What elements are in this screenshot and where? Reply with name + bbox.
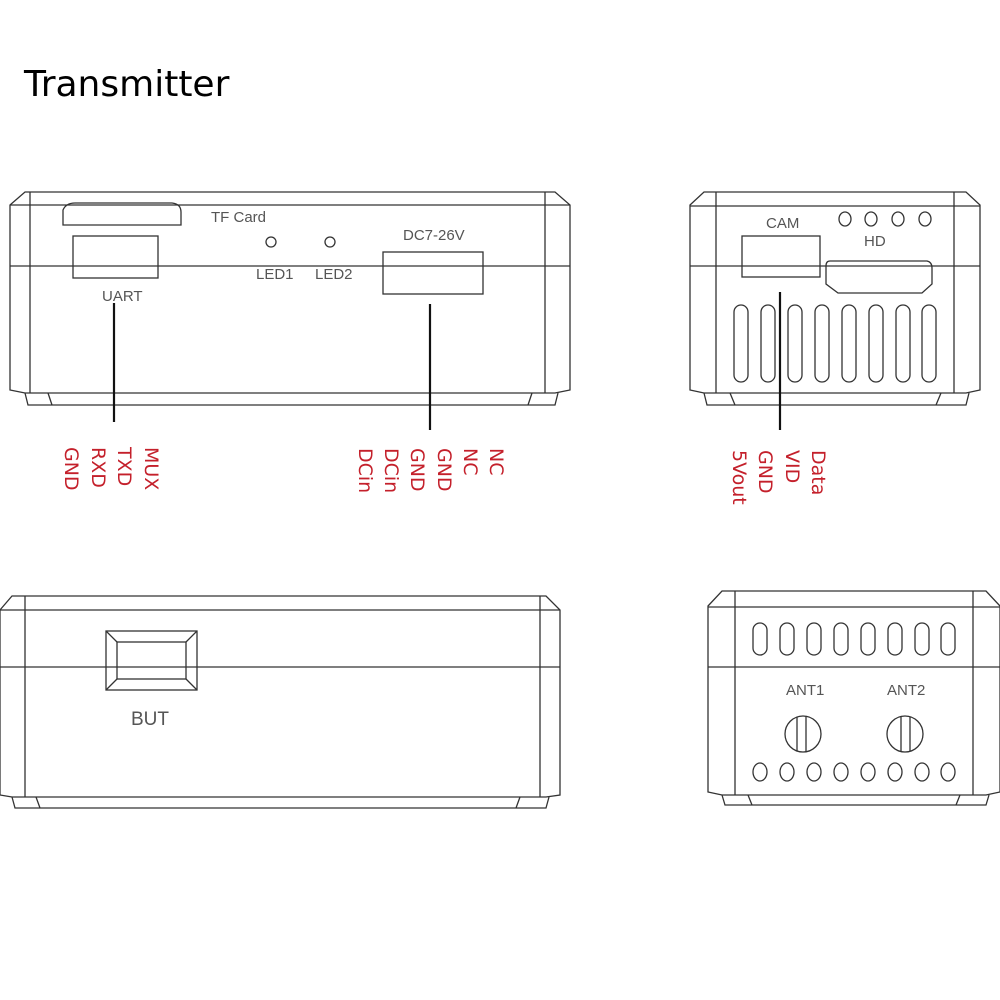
power-pin-label: NC xyxy=(459,448,481,475)
uart-pin-label: GND xyxy=(60,447,82,491)
power-pin-label: DCin xyxy=(380,448,402,493)
uart-pin-label: TXD xyxy=(113,446,135,486)
top-vent-slots xyxy=(752,622,956,656)
power-pin-label: NC xyxy=(485,448,507,475)
led1-label: LED1 xyxy=(256,266,294,283)
power-pin-label: GND xyxy=(433,448,455,492)
hdmi-port xyxy=(825,260,933,294)
bottom-holes xyxy=(752,762,956,782)
cam-pin-label: VID xyxy=(781,450,803,483)
cam-pin-label: 5Vout xyxy=(728,450,750,505)
power-port xyxy=(382,251,484,295)
led1-indicator xyxy=(265,236,277,248)
page-title: Transmitter xyxy=(24,64,230,105)
cam-pin-label: Data xyxy=(807,450,829,495)
side-view: CAM HD 5Vout GND VID Data xyxy=(689,191,981,505)
uart-pin-label: MUX xyxy=(140,447,162,490)
power-pin-label: GND xyxy=(406,448,428,492)
power-label: DC7-26V xyxy=(403,227,465,244)
cam-pin-labels: 5Vout GND VID Data xyxy=(728,450,829,505)
power-pin-labels: DCin DCin GND GND NC NC xyxy=(354,448,507,493)
button-port[interactable] xyxy=(105,630,198,691)
power-pin-label: DCin xyxy=(354,448,376,493)
ant2-label: ANT2 xyxy=(887,682,925,699)
hd-label: HD xyxy=(864,233,886,250)
uart-pin-labels: GND RXD TXD MUX xyxy=(60,446,162,491)
uart-port xyxy=(72,235,159,279)
antenna-view: ANT1 ANT2 xyxy=(707,590,1000,806)
button-label: BUT xyxy=(131,709,169,730)
led2-indicator xyxy=(324,236,336,248)
front-view: TF Card UART LED1 LED2 DC7-26V GND RXD T… xyxy=(9,191,571,493)
back-view: BUT xyxy=(0,595,561,809)
tf-card-slot xyxy=(62,202,182,226)
cam-port xyxy=(741,235,821,278)
tf-card-label: TF Card xyxy=(211,209,266,226)
ant2-connector[interactable] xyxy=(886,715,924,753)
uart-label: UART xyxy=(102,288,143,305)
ant1-connector[interactable] xyxy=(784,715,822,753)
uart-pin-label: RXD xyxy=(87,447,109,488)
vent-slots xyxy=(733,304,937,383)
hd-holes xyxy=(838,211,932,227)
led2-label: LED2 xyxy=(315,266,353,283)
ant1-label: ANT1 xyxy=(786,682,824,699)
cam-label: CAM xyxy=(766,215,799,232)
cam-pin-label: GND xyxy=(754,450,776,494)
